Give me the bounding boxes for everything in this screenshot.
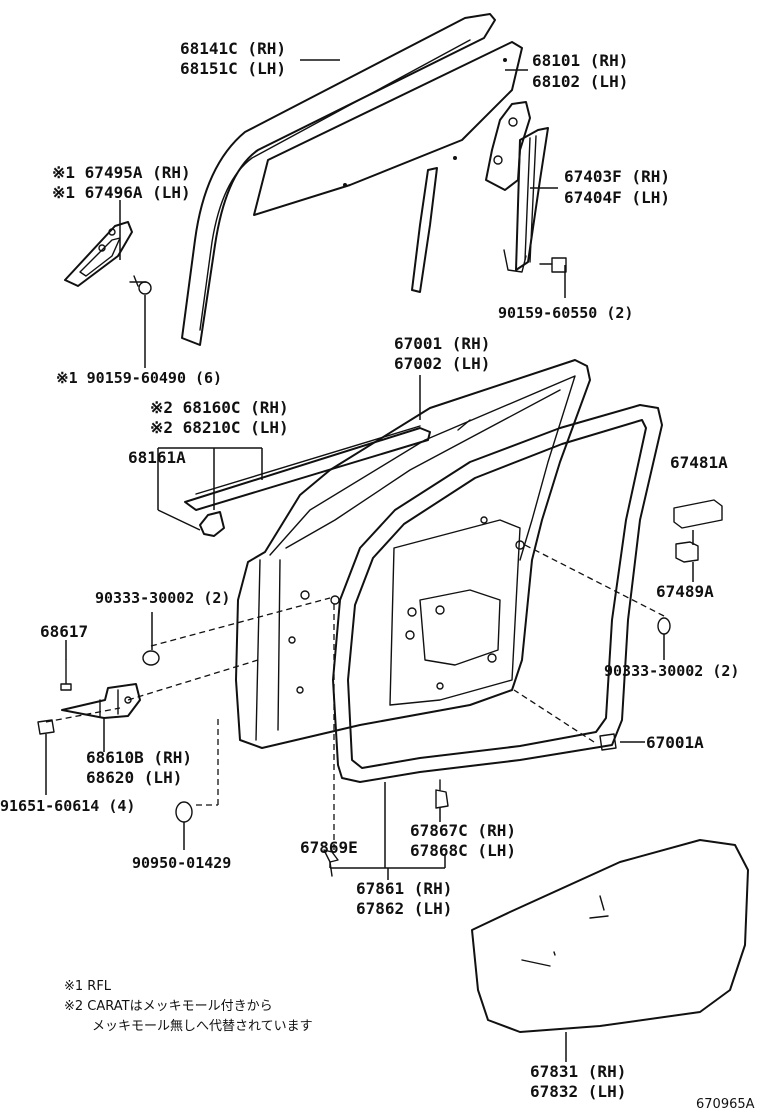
corner-piece-drawing: [64, 221, 133, 287]
clip-67867c-drawing: [435, 779, 449, 809]
plug-90950-drawing: [175, 801, 193, 823]
cushion-67481a-drawing: [673, 499, 723, 529]
label-67404f: 67404F (LH): [564, 188, 670, 207]
label-67867c: 67867C (RH): [410, 821, 516, 840]
hole-plug-left-drawing: [142, 650, 160, 666]
service-hole-cover-drawing: [471, 839, 749, 1033]
label-67403f: 67403F (RH): [564, 167, 670, 186]
label-67832: 67832 (LH): [530, 1082, 626, 1101]
label-68620: 68620 (LH): [86, 768, 182, 787]
part-labels: 68141C (RH) 68151C (LH) 68101 (RH) 68102…: [0, 39, 739, 1101]
footnote-1: ※1 RFL: [64, 979, 112, 994]
door-panel-drawing: [235, 359, 591, 749]
label-67001: 67001 (RH): [394, 334, 490, 353]
label-68151c: 68151C (LH): [180, 59, 286, 78]
window-regulator-drawing: [485, 101, 549, 273]
label-67868c: 67868C (LH): [410, 841, 516, 860]
label-67862: 67862 (LH): [356, 899, 452, 918]
label-67481a: 67481A: [670, 453, 728, 472]
nut-91651-drawing: [37, 719, 55, 735]
label-68141c: 68141C (RH): [180, 39, 286, 58]
label-68101: 68101 (RH): [532, 51, 628, 70]
label-67001a: 67001A: [646, 733, 704, 752]
bolt-68617-drawing: [60, 659, 72, 691]
label-67869e: 67869E: [300, 838, 358, 857]
label-68161a: 68161A: [128, 448, 186, 467]
door-check-drawing: [61, 683, 141, 719]
label-67495a: ※1 67495A (RH): [52, 163, 191, 182]
cushion-67489a-drawing: [675, 541, 699, 563]
label-68160c: ※2 68160C (RH): [150, 398, 289, 417]
label-67489a: 67489A: [656, 582, 714, 601]
bolt-90159-60550-drawing: [539, 257, 567, 273]
dashed-lines: [45, 544, 665, 850]
label-90333-right: 90333-30002 (2): [604, 662, 739, 680]
label-68102: 68102 (LH): [532, 72, 628, 91]
bumper-67001a-drawing: [599, 733, 617, 751]
label-67496a: ※1 67496A (LH): [52, 183, 191, 202]
document-id: 670965A: [696, 1097, 755, 1112]
label-91651: 91651-60614 (4): [0, 797, 135, 815]
label-90333-left: 90333-30002 (2): [95, 589, 230, 607]
label-67831: 67831 (RH): [530, 1062, 626, 1081]
footnote-2-line-1: ※2 CARATはメッキモール付きから: [64, 999, 273, 1014]
door-glass-drawing: [253, 41, 523, 216]
label-90159-60550: 90159-60550 (2): [498, 304, 633, 322]
label-68617: 68617: [40, 622, 88, 641]
footnotes: ※1 RFL ※2 CARATはメッキモール付きから メッキモール無しへ代替され…: [64, 979, 313, 1034]
weatherstrip-drawing: [332, 404, 663, 783]
screw-90159-60490-drawing: [129, 275, 152, 295]
rear-run-channel-drawing: [411, 167, 438, 293]
hole-plug-right-drawing: [657, 617, 671, 635]
label-67861: 67861 (RH): [356, 879, 452, 898]
footnote-2-line-2: メッキモール無しへ代替されています: [92, 1019, 313, 1034]
label-90950: 90950-01429: [132, 854, 231, 872]
label-90159-60490: ※1 90159-60490 (6): [56, 369, 222, 387]
door-glass-channel-drawing: [181, 13, 496, 346]
label-67002: 67002 (LH): [394, 354, 490, 373]
label-68610b: 68610B (RH): [86, 748, 192, 767]
leader-lines: [45, 59, 694, 1062]
label-68210c: ※2 68210C (LH): [150, 418, 289, 437]
